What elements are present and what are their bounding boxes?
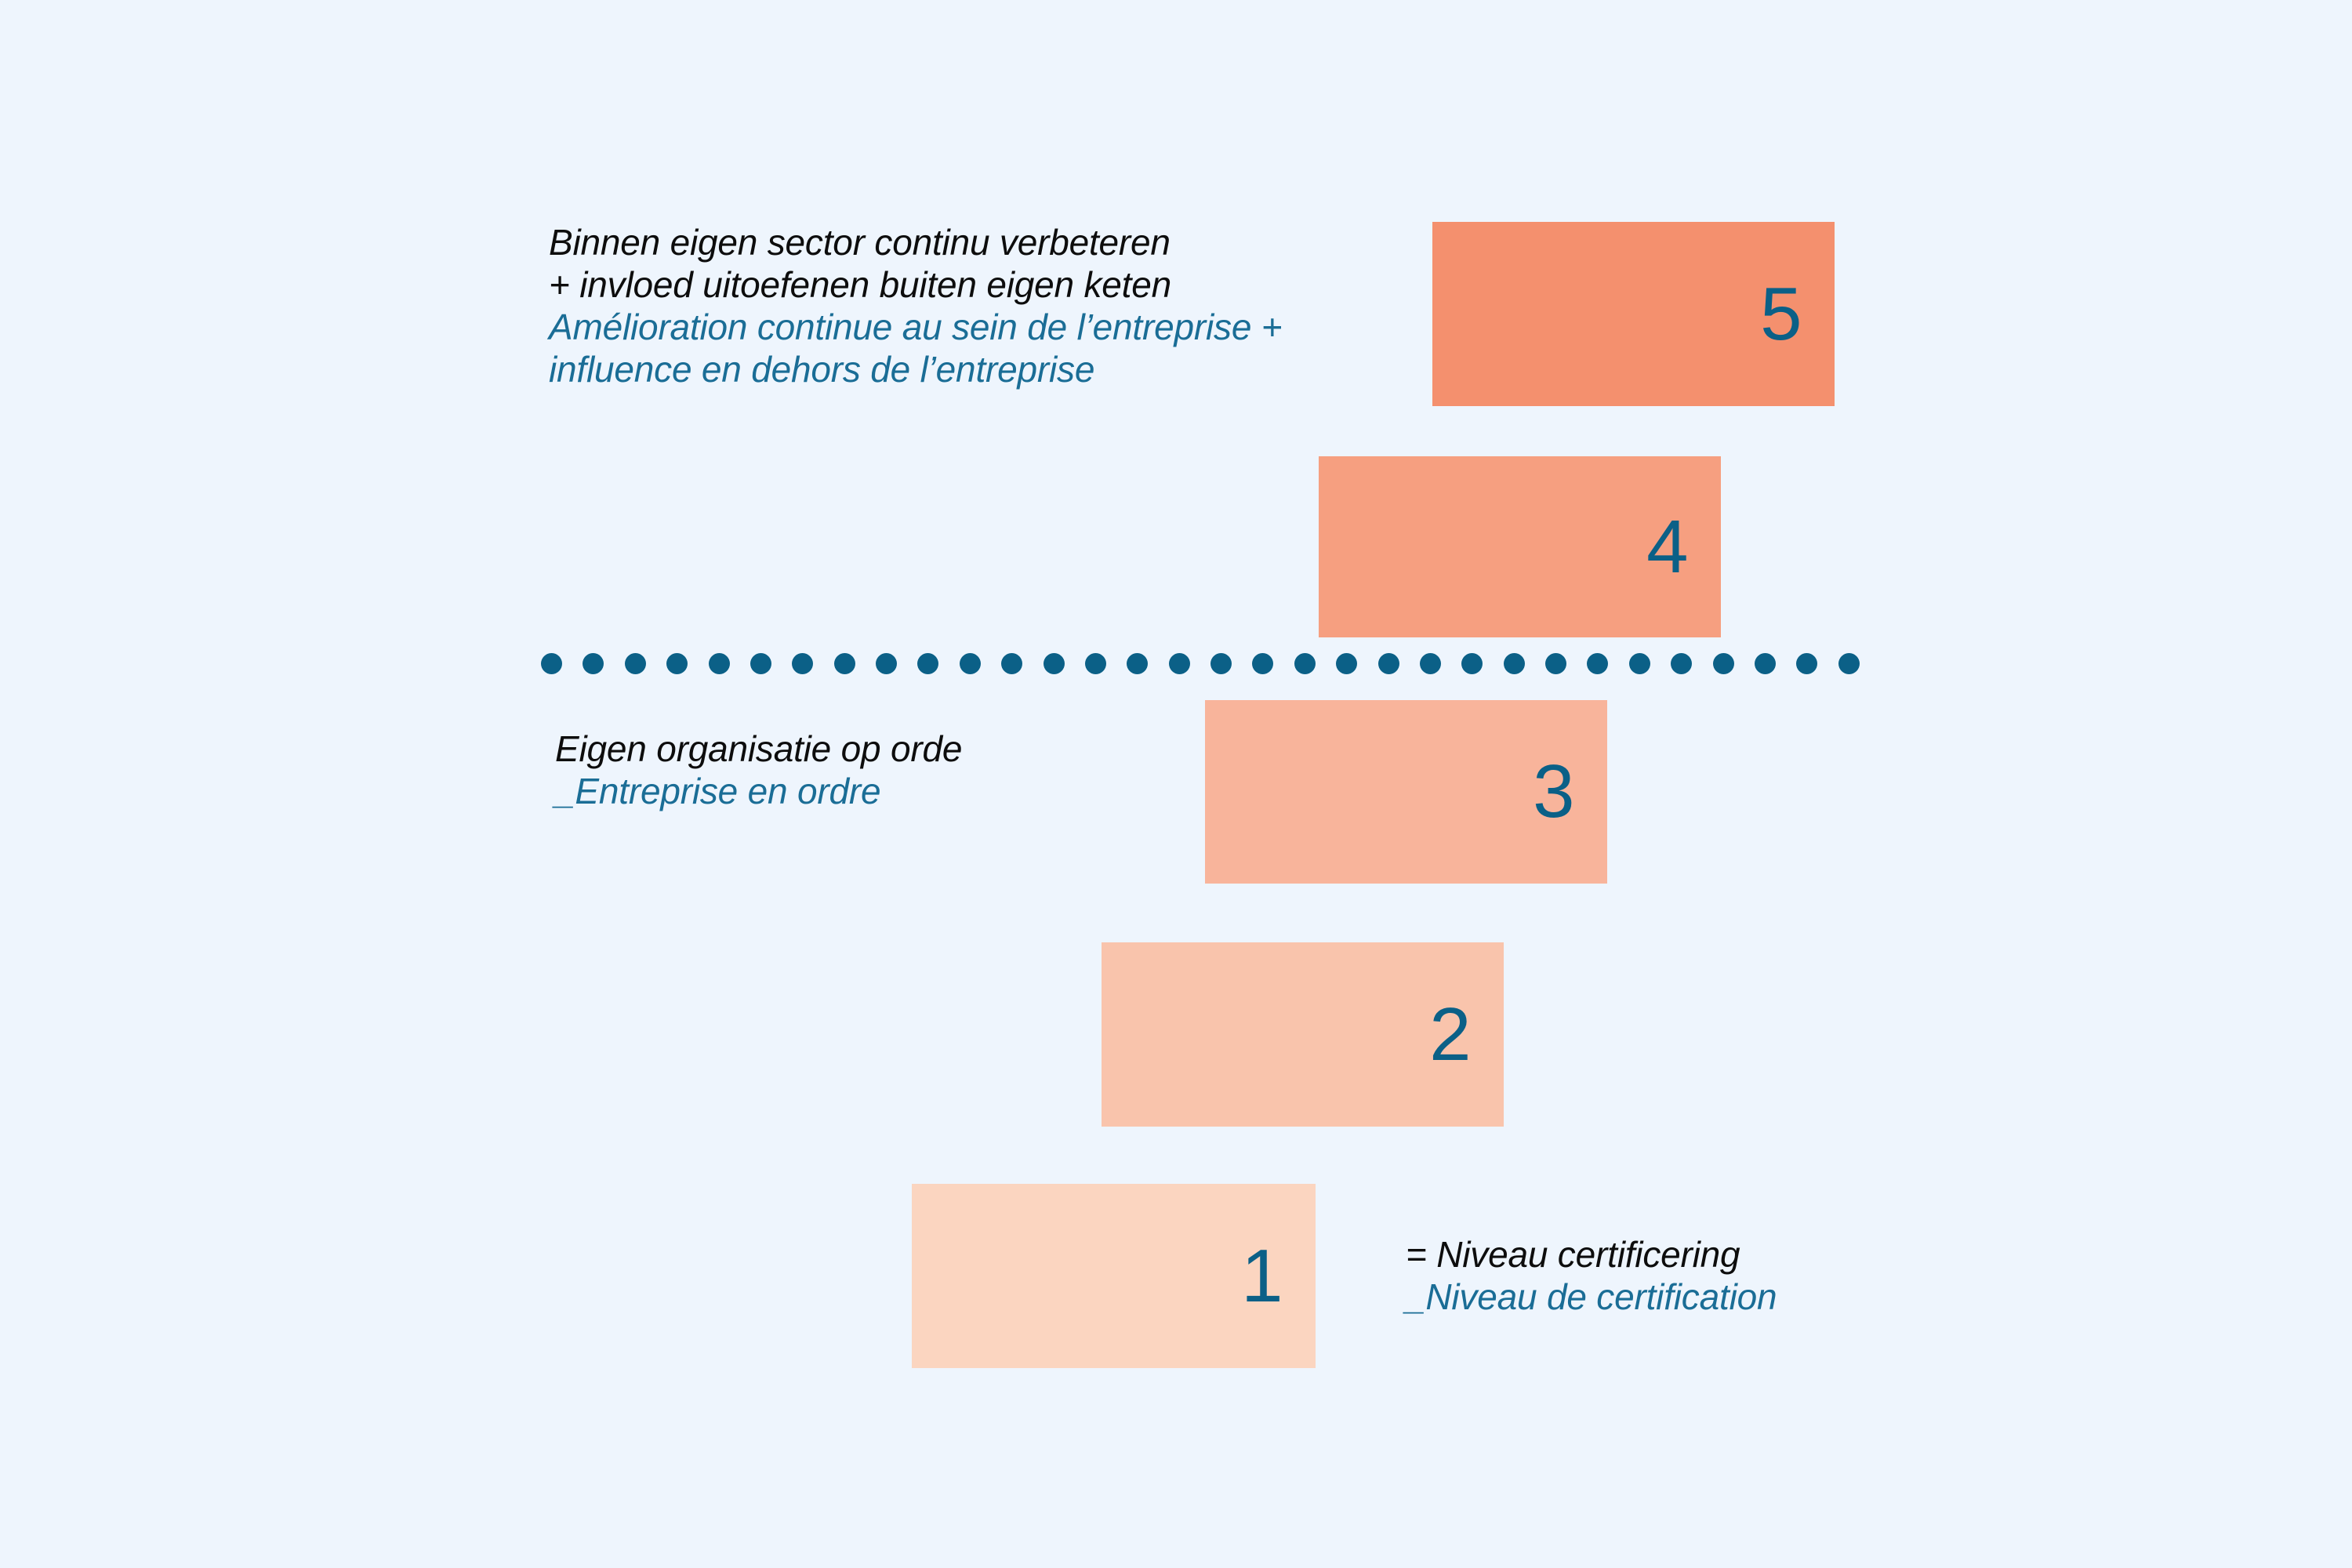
bar-level-number-1: 1 (1241, 1233, 1283, 1318)
certification-legend: = Niveau certificering _Niveau de certif… (1406, 1233, 1955, 1318)
separator-dot (1001, 652, 1023, 674)
bar-level-number-2: 2 (1429, 992, 1471, 1076)
separator-dot (876, 652, 897, 674)
bar-level-number-5: 5 (1760, 271, 1802, 356)
separator-dot (1377, 652, 1399, 674)
bar-level-number-3: 3 (1533, 750, 1574, 833)
separator-dot (1043, 652, 1065, 674)
certification-legend-nl: = Niveau certificering (1406, 1234, 1740, 1275)
ladder-bar-1: 1 (912, 1184, 1316, 1368)
separator-dot (1796, 652, 1818, 674)
separator-dot (750, 652, 771, 674)
separator-dot (1671, 652, 1693, 674)
separator-dot (1252, 652, 1274, 674)
ladder-bar-5: 5 (1432, 222, 1835, 406)
separator-dot (583, 652, 604, 674)
separator-dot (917, 652, 939, 674)
separator-dot (1712, 652, 1734, 674)
separator-dot (1545, 652, 1566, 674)
separator-dot (1210, 652, 1232, 674)
separator-dot (1127, 652, 1149, 674)
separator-dot (1587, 652, 1609, 674)
separator-dot (1628, 652, 1650, 674)
separator-dot (1754, 652, 1776, 674)
middle-annotation: Eigen organisatie op orde _Entreprise en… (555, 728, 1261, 812)
separator-dot (541, 652, 562, 674)
separator-dot (833, 652, 855, 674)
ladder-bar-3: 3 (1205, 700, 1607, 884)
separator-dot (792, 652, 814, 674)
top-annotation-nl-line2: + invloed uitoefenen buiten eigen keten (549, 264, 1172, 306)
middle-annotation-fr: _Entreprise en ordre (555, 771, 881, 812)
separator-dot (1084, 652, 1106, 674)
separator-dot (624, 652, 646, 674)
dotted-separator-line (541, 652, 1860, 674)
top-annotation-nl-line1: Binnen eigen sector continu verbeteren (549, 222, 1171, 263)
middle-annotation-nl: Eigen organisatie op orde (555, 728, 963, 769)
separator-dot (1336, 652, 1358, 674)
ladder-bar-2: 2 (1102, 942, 1504, 1127)
separator-dot (708, 652, 730, 674)
separator-dot (666, 652, 688, 674)
separator-dot (959, 652, 981, 674)
top-annotation-fr: Amélioration continue au sein de l’entre… (549, 307, 1283, 390)
top-annotation: Binnen eigen sector continu verbeteren +… (549, 221, 1341, 390)
separator-dot (1461, 652, 1483, 674)
bar-level-number-4: 4 (1646, 504, 1688, 589)
ladder-bar-4: 4 (1319, 456, 1721, 637)
separator-dot (1419, 652, 1441, 674)
separator-dot (1168, 652, 1190, 674)
separator-dot (1294, 652, 1316, 674)
separator-dot (1503, 652, 1525, 674)
separator-dot (1838, 652, 1860, 674)
certification-legend-fr: _Niveau de certification (1406, 1276, 1777, 1318)
